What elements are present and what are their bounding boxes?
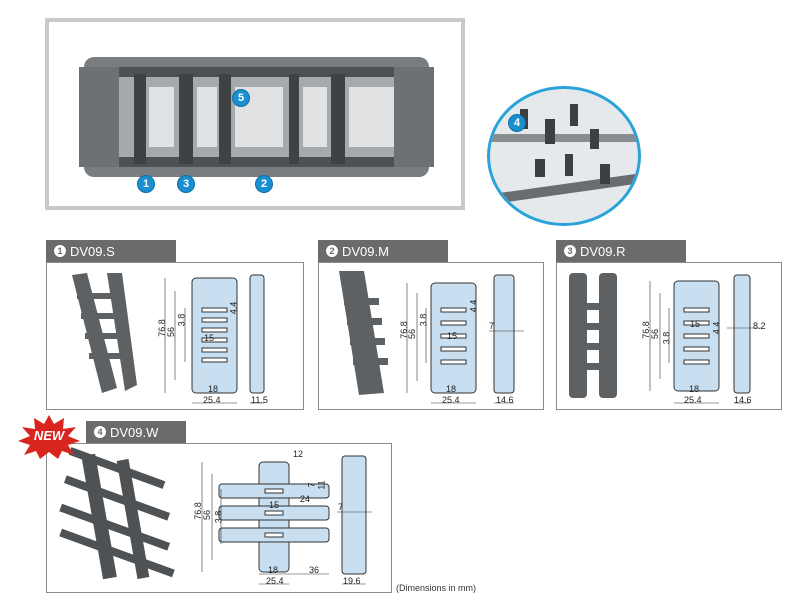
dim-side: 14.6 [496, 395, 514, 405]
dim-w1: 4.4 [711, 321, 722, 335]
dim-t3: 11 [316, 480, 327, 490]
tab-title: DV09.S [70, 243, 115, 259]
panel-dv09-m: 76.8 56 3.8 4.4 15 18 25.4 14.6 7 [318, 262, 544, 410]
drawing-dv09-m [339, 271, 524, 404]
tab-title: DV09.W [110, 424, 159, 440]
dim-h2: 56 [650, 328, 661, 340]
dim-w2: 15 [447, 331, 458, 341]
dim-h2: 56 [407, 328, 418, 340]
dim-h2: 56 [166, 326, 177, 338]
callout-3: 3 [177, 175, 195, 193]
dim-t2: 7 [306, 482, 317, 488]
dim-b2: 25.4 [442, 395, 460, 405]
tab-dv09-w: 4 DV09.W [86, 421, 186, 443]
panel-dv09-s: 76.8 56 3.8 4.4 15 18 25.4 11.5 [46, 262, 304, 410]
callout-2: 2 [255, 175, 273, 193]
panel-dv09-w: 76.8 56 3.8 15 18 25.4 36 12 7 11 24 19.… [46, 443, 392, 593]
dim-w1: 4.4 [228, 301, 239, 315]
tab-number: 2 [326, 245, 338, 257]
tab-number: 1 [54, 245, 66, 257]
tab-title: DV09.M [342, 243, 389, 259]
dim-side: 14.6 [734, 395, 752, 405]
tab-dv09-s: 1 DV09.S [46, 240, 176, 262]
dim-h2: 56 [202, 509, 213, 521]
dim-b2: 25.4 [684, 395, 702, 405]
dim-h3: 3.8 [176, 313, 187, 327]
dim-b1: 18 [689, 384, 700, 394]
chain-photo-frame [45, 18, 465, 210]
dim-h3: 3.8 [213, 510, 224, 524]
callout-5: 5 [232, 89, 250, 107]
dim-w1: 4.4 [468, 299, 479, 313]
dim-b1: 18 [208, 384, 219, 394]
chain-illustration [79, 57, 434, 177]
dim-t4: 24 [300, 494, 311, 504]
drawing-dv09-w [59, 447, 372, 585]
dim-w2: 15 [690, 319, 701, 329]
dim-t1: 12 [293, 449, 304, 459]
dim-b3: 36 [309, 565, 320, 575]
dim-side: 19.6 [343, 576, 361, 586]
dim-gap: 7 [338, 502, 344, 512]
new-label: NEW [33, 428, 65, 443]
dim-h3: 3.8 [661, 331, 672, 345]
dim-gap: 7 [489, 321, 495, 331]
tab-dv09-r: 3 DV09.R [556, 240, 686, 262]
starburst-icon [18, 415, 80, 459]
zoom-detail [487, 86, 641, 226]
tab-dv09-m: 2 DV09.M [318, 240, 448, 262]
dim-w2: 15 [204, 333, 215, 343]
dim-gap: 8.2 [753, 321, 766, 331]
callout-4: 4 [508, 114, 526, 132]
dim-h3: 3.8 [418, 313, 429, 327]
drawing-dv09-s [72, 273, 265, 404]
dim-b2: 25.4 [266, 576, 284, 586]
drawing-dv09-r [569, 273, 762, 404]
dim-w2: 15 [269, 500, 280, 510]
dim-side: 11.5 [251, 395, 268, 405]
dim-b1: 18 [446, 384, 457, 394]
dim-b1: 18 [268, 565, 279, 575]
tab-number: 3 [564, 245, 576, 257]
callout-1: 1 [137, 175, 155, 193]
new-badge: NEW [18, 415, 80, 459]
tab-title: DV09.R [580, 243, 626, 259]
tab-number: 4 [94, 426, 106, 438]
dimensions-footnote: (Dimensions in mm) [396, 583, 477, 593]
panel-dv09-r: 76.8 56 3.8 4.4 15 18 25.4 14.6 8.2 [556, 262, 782, 410]
dim-b2: 25.4 [203, 395, 221, 405]
